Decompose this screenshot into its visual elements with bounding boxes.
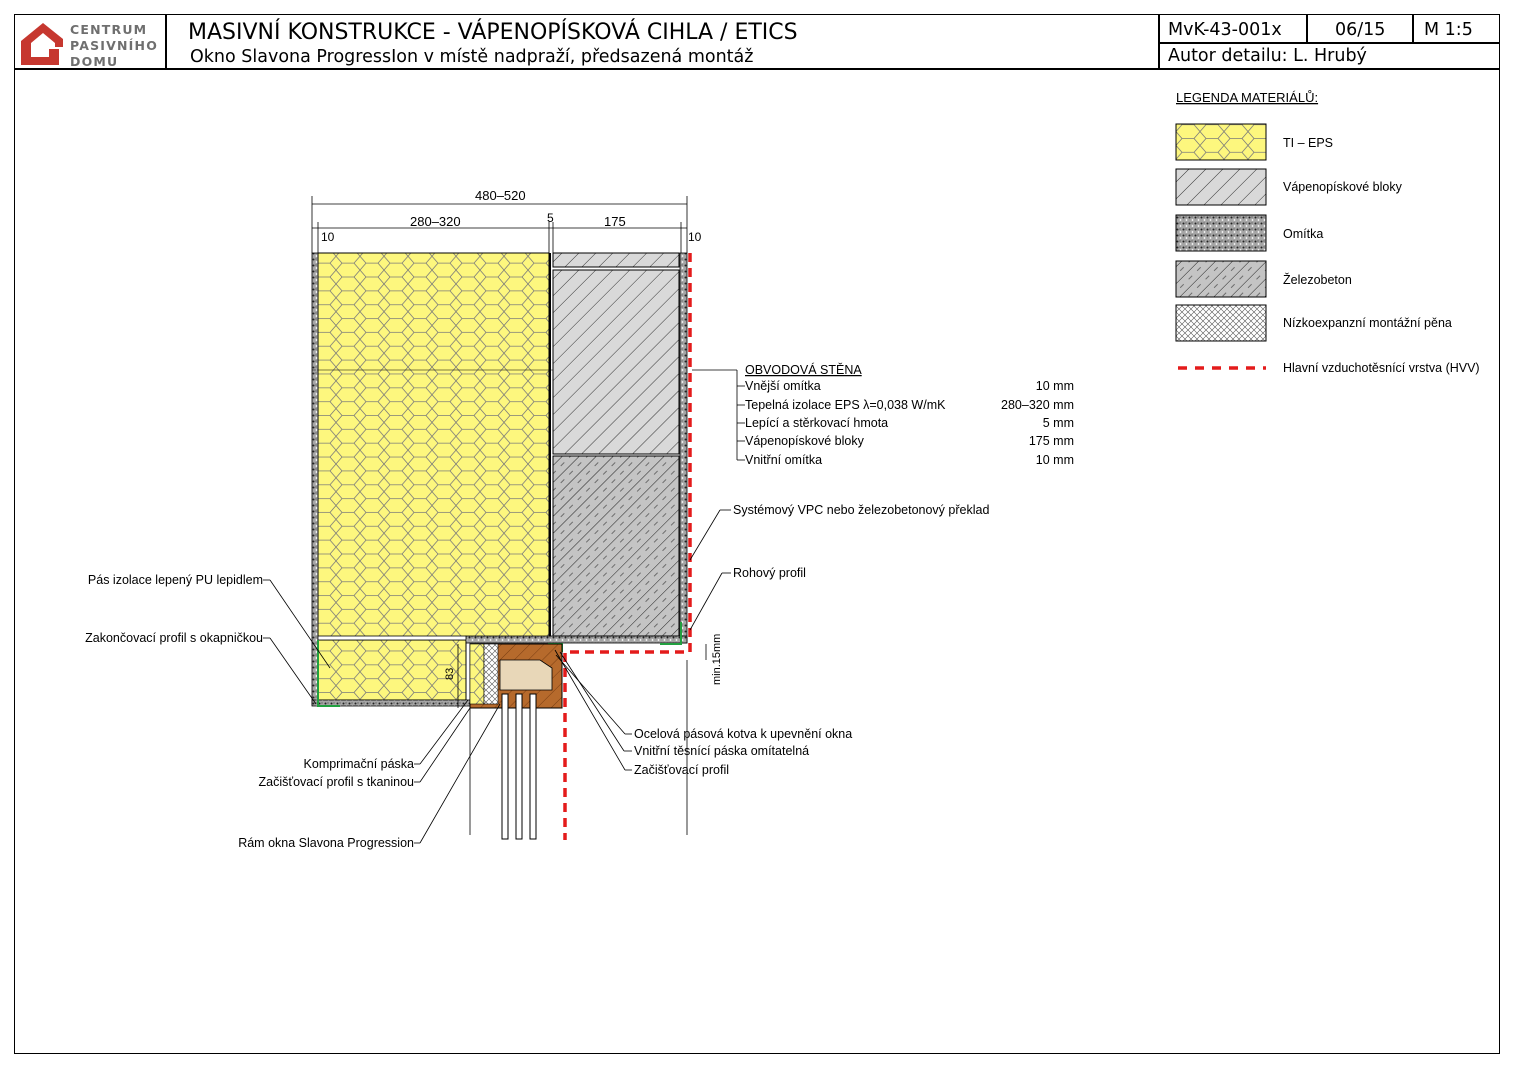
wall-spec-title: OBVODOVÁ STĚNA: [745, 362, 862, 377]
left-leaders: [263, 579, 501, 844]
legend-swatch-plaster: [1175, 214, 1267, 252]
drawing-frame: [14, 14, 1500, 1054]
wall-spec-leaders: [692, 369, 745, 461]
dim-left-plaster: 10: [321, 230, 335, 244]
legend-swatch-eps: [1175, 123, 1267, 161]
wall-spec-label: Vnitřní omítka: [745, 453, 822, 467]
legend-label: Železobeton: [1283, 272, 1352, 287]
wall-spec-label: Vnější omítka: [745, 379, 821, 393]
glazing: [529, 693, 537, 840]
dim-frame: 83: [444, 668, 456, 680]
inner-plaster: [679, 252, 688, 644]
logo-text: CENTRUM PASIVNÍHO DOMU: [70, 22, 158, 70]
wall-spec-label: Vápenopískové bloky: [745, 434, 865, 448]
glazing: [501, 693, 509, 840]
house-logo-icon: [21, 23, 63, 65]
legend-title: LEGENDA MATERIÁLŮ:: [1176, 90, 1318, 105]
dim-right-plaster: 10: [688, 230, 702, 244]
label-trim-mesh: Začišťovací profil s tkaninou: [259, 775, 414, 789]
label-strip: Pás izolace lepený PU lepidlem: [88, 573, 263, 587]
wall-spec-value: 5 mm: [1043, 416, 1074, 430]
sheet-number: 06/15: [1335, 20, 1386, 40]
dim-adhesive: 5: [547, 211, 554, 225]
outer-plaster: [311, 252, 319, 706]
header-divider: [1158, 14, 1160, 69]
label-inner-tape: Vnitřní těsnící páska omítatelná: [634, 744, 809, 758]
corner-profile: [660, 622, 682, 645]
legend-label: Omítka: [1283, 227, 1323, 241]
label-drip-profile: Zakončovací profil s okapničkou: [85, 631, 263, 645]
header-divider: [165, 14, 167, 69]
wall-spec-label: Tepelná izolace EPS λ=0,038 W/mK: [745, 398, 946, 412]
label-trim-profile: Začišťovací profil: [634, 763, 729, 777]
dim-total: 480–520: [475, 188, 526, 203]
frame-profile: [499, 659, 553, 691]
header-divider: [1158, 42, 1500, 44]
dim-block: 175: [604, 214, 626, 229]
sand-lime-block: [552, 252, 680, 268]
dimensions: [311, 196, 707, 835]
legend-label: Nízkoexpanzní montážní pěna: [1283, 316, 1452, 330]
logo-line: DOMU: [70, 54, 119, 69]
legend-swatch-concrete: [1175, 260, 1267, 298]
wall-spec-value: 10 mm: [1036, 453, 1074, 467]
glazing: [515, 693, 523, 840]
drawing-title: MASIVNÍ KONSTRUKCE - VÁPENOPÍSKOVÁ CIHLA…: [188, 20, 798, 45]
drawing-code: MvK-43-001x: [1168, 20, 1282, 40]
soffit-plaster: [465, 635, 688, 644]
dim-insulation: 280–320: [410, 214, 461, 229]
wall-spec-value: 280–320 mm: [1001, 398, 1074, 412]
logo-line: PASIVNÍHO: [70, 38, 159, 53]
lintel: [552, 455, 680, 637]
mounting-foam: [483, 643, 499, 705]
legend-swatch-blocks: [1175, 168, 1267, 206]
label-corner-profile: Rohový profil: [733, 566, 806, 580]
drawing-author: Autor detailu: L. Hrubý: [1168, 46, 1367, 66]
eps-insulation: [317, 252, 550, 639]
wall-spec-value: 175 mm: [1029, 434, 1074, 448]
drip-profile: [317, 640, 340, 707]
drawing-scale: M 1:5: [1424, 20, 1473, 40]
soffit-plaster: [317, 635, 467, 641]
wall-spec-value: 10 mm: [1036, 379, 1074, 393]
drawing-subtitle: Okno Slavona ProgressIon v místě nadpraž…: [190, 47, 754, 67]
wall-spec-label: Lepící a stěrkovací hmota: [745, 416, 888, 430]
legend-swatch-foam: [1175, 304, 1267, 342]
compression-tape: [469, 643, 485, 705]
label-anchor: Ocelová pásová kotva k upevnění okna: [634, 727, 852, 741]
sand-lime-block: [552, 269, 680, 455]
logo-line: CENTRUM: [70, 22, 148, 37]
header-bottom-line: [14, 68, 1500, 70]
right-leaders: [554, 509, 731, 771]
header-divider: [1412, 14, 1414, 43]
label-window-frame: Rám okna Slavona Progression: [238, 836, 414, 850]
label-compression-tape: Komprimační páska: [304, 757, 415, 771]
legend-label: Vápenopískové bloky: [1283, 180, 1403, 194]
airtight-layer: [563, 253, 692, 840]
legend-label: Hlavní vzduchotěsnící vrstva (HVV): [1283, 361, 1480, 375]
dim-min-gap: min.15mm: [711, 634, 723, 685]
header-divider: [1306, 14, 1308, 43]
legend-label: TI – EPS: [1283, 136, 1333, 150]
label-lintel: Systémový VPC nebo železobetonový překla…: [733, 503, 989, 517]
